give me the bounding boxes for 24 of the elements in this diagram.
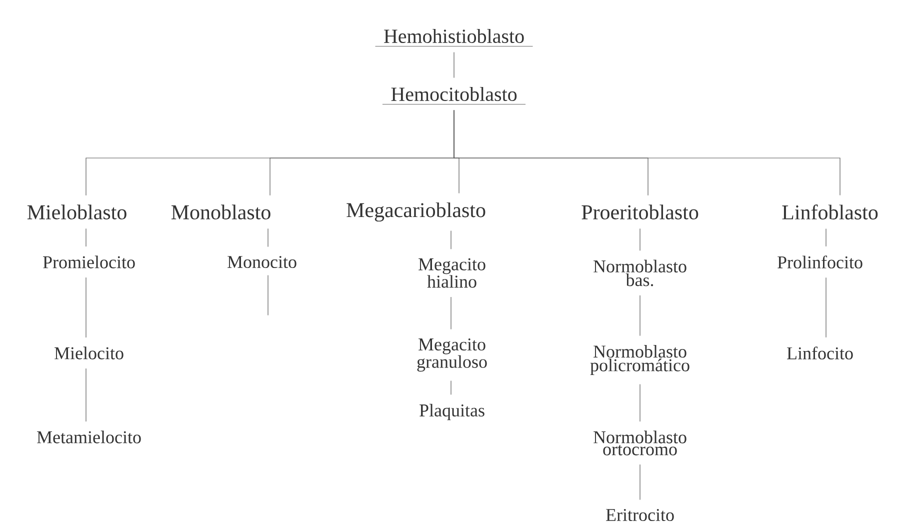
connector-line: [450, 230, 452, 250]
term-label: Prolinfocito: [778, 256, 862, 268]
term-label: Proeritoblasto: [582, 204, 698, 220]
term-label: Normoblasto ortocromo: [594, 430, 686, 456]
connector-line: [450, 296, 452, 330]
term-label: Mielocito: [54, 346, 124, 360]
term-label: Metamielocito: [37, 430, 141, 444]
term-label: Monoblasto: [171, 204, 270, 220]
term-label: Eritrocito: [606, 508, 674, 522]
term-label: Linfocito: [787, 346, 853, 360]
term-label: Promielocito: [43, 256, 135, 268]
term-label: Megacito hialino: [418, 258, 486, 288]
term-label: Megacarioblasto: [346, 202, 486, 222]
connector-line: [454, 110, 840, 196]
term-label: Normoblasto policromático: [590, 345, 690, 375]
connector-line: [450, 380, 452, 395]
term-label: Linfoblasto: [782, 204, 878, 220]
term-label: Plaquitas: [420, 404, 484, 420]
term-label: Hemocitoblasto: [391, 86, 517, 102]
term-label: Monocito: [228, 256, 296, 268]
term-label: Megacito granuloso: [417, 338, 487, 372]
term-label: Hemohistioblasto: [384, 28, 524, 44]
term-label: Mieloblasto: [27, 204, 126, 220]
term-label: Normoblasto bas.: [594, 260, 686, 286]
